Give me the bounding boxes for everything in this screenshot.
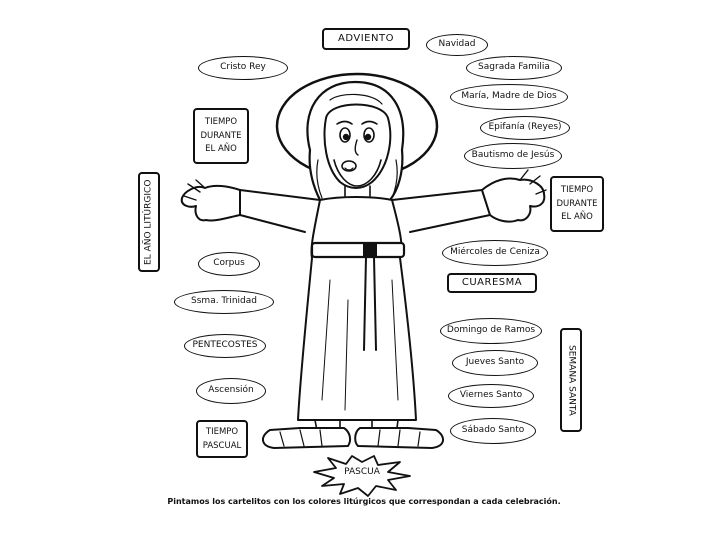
right-hand: [481, 177, 546, 223]
label-sagrada-familia: Sagrada Familia: [466, 56, 562, 80]
label-epifania: Epifanía (Reyes): [480, 116, 570, 140]
label-viernes-santo: Viernes Santo: [448, 384, 534, 408]
label-miercoles-de-ceniza: Miércoles de Ceniza: [442, 240, 548, 266]
instruction-caption: Pintamos los cartelitos con los colores …: [167, 497, 561, 506]
left-hand: [180, 184, 241, 222]
label-tiempo-pascual: TIEMPO PASCUAL: [196, 420, 248, 458]
line-2: DURANTE: [200, 130, 242, 141]
beard: [333, 159, 382, 187]
label-navidad: Navidad: [426, 34, 488, 56]
label-semana-santa: SEMANA SANTA: [560, 328, 582, 432]
label-jueves-santo: Jueves Santo: [452, 350, 538, 376]
right-arm: [391, 189, 491, 233]
label-ascension: Ascensión: [196, 378, 266, 404]
robe: [297, 196, 417, 421]
label-pentecostes: PENTECOSTES: [184, 334, 266, 358]
line-1: TIEMPO: [205, 426, 239, 437]
line-3: EL AÑO: [205, 144, 237, 155]
label-tiempo-durante-el-ano-1: TIEMPO DURANTE EL AÑO: [193, 108, 249, 164]
label-cuaresma: CUARESMA: [447, 273, 537, 293]
belt: [310, 241, 406, 259]
label-adviento: ADVIENTO: [322, 28, 410, 50]
left-arm: [239, 189, 321, 233]
label-corpus: Corpus: [198, 252, 260, 276]
line-1: TIEMPO: [204, 116, 238, 127]
left-sandal: [262, 427, 352, 449]
label-domingo-de-ramos: Domingo de Ramos: [440, 318, 542, 344]
face: [323, 103, 392, 189]
line-3: EL AÑO: [561, 212, 593, 223]
label-bautismo: Bautismo de Jesús: [464, 143, 562, 169]
line-2: DURANTE: [556, 198, 598, 209]
label-sabado-santo: Sábado Santo: [450, 418, 536, 444]
label-trinidad: Ssma. Trinidad: [174, 290, 274, 314]
label-tiempo-durante-el-ano-2: TIEMPO DURANTE EL AÑO: [550, 176, 604, 232]
pascua-starburst: [313, 455, 411, 497]
label-ano-liturgico: EL AÑO LITÚRGICO: [138, 172, 160, 272]
line-1: TIEMPO: [560, 184, 594, 195]
label-cristo-rey: Cristo Rey: [198, 56, 288, 80]
label-pascua: PASCUA: [344, 467, 380, 478]
label-maria-madre-de-dios: María, Madre de Dios: [450, 84, 568, 110]
line-2: PASCUAL: [202, 440, 242, 451]
